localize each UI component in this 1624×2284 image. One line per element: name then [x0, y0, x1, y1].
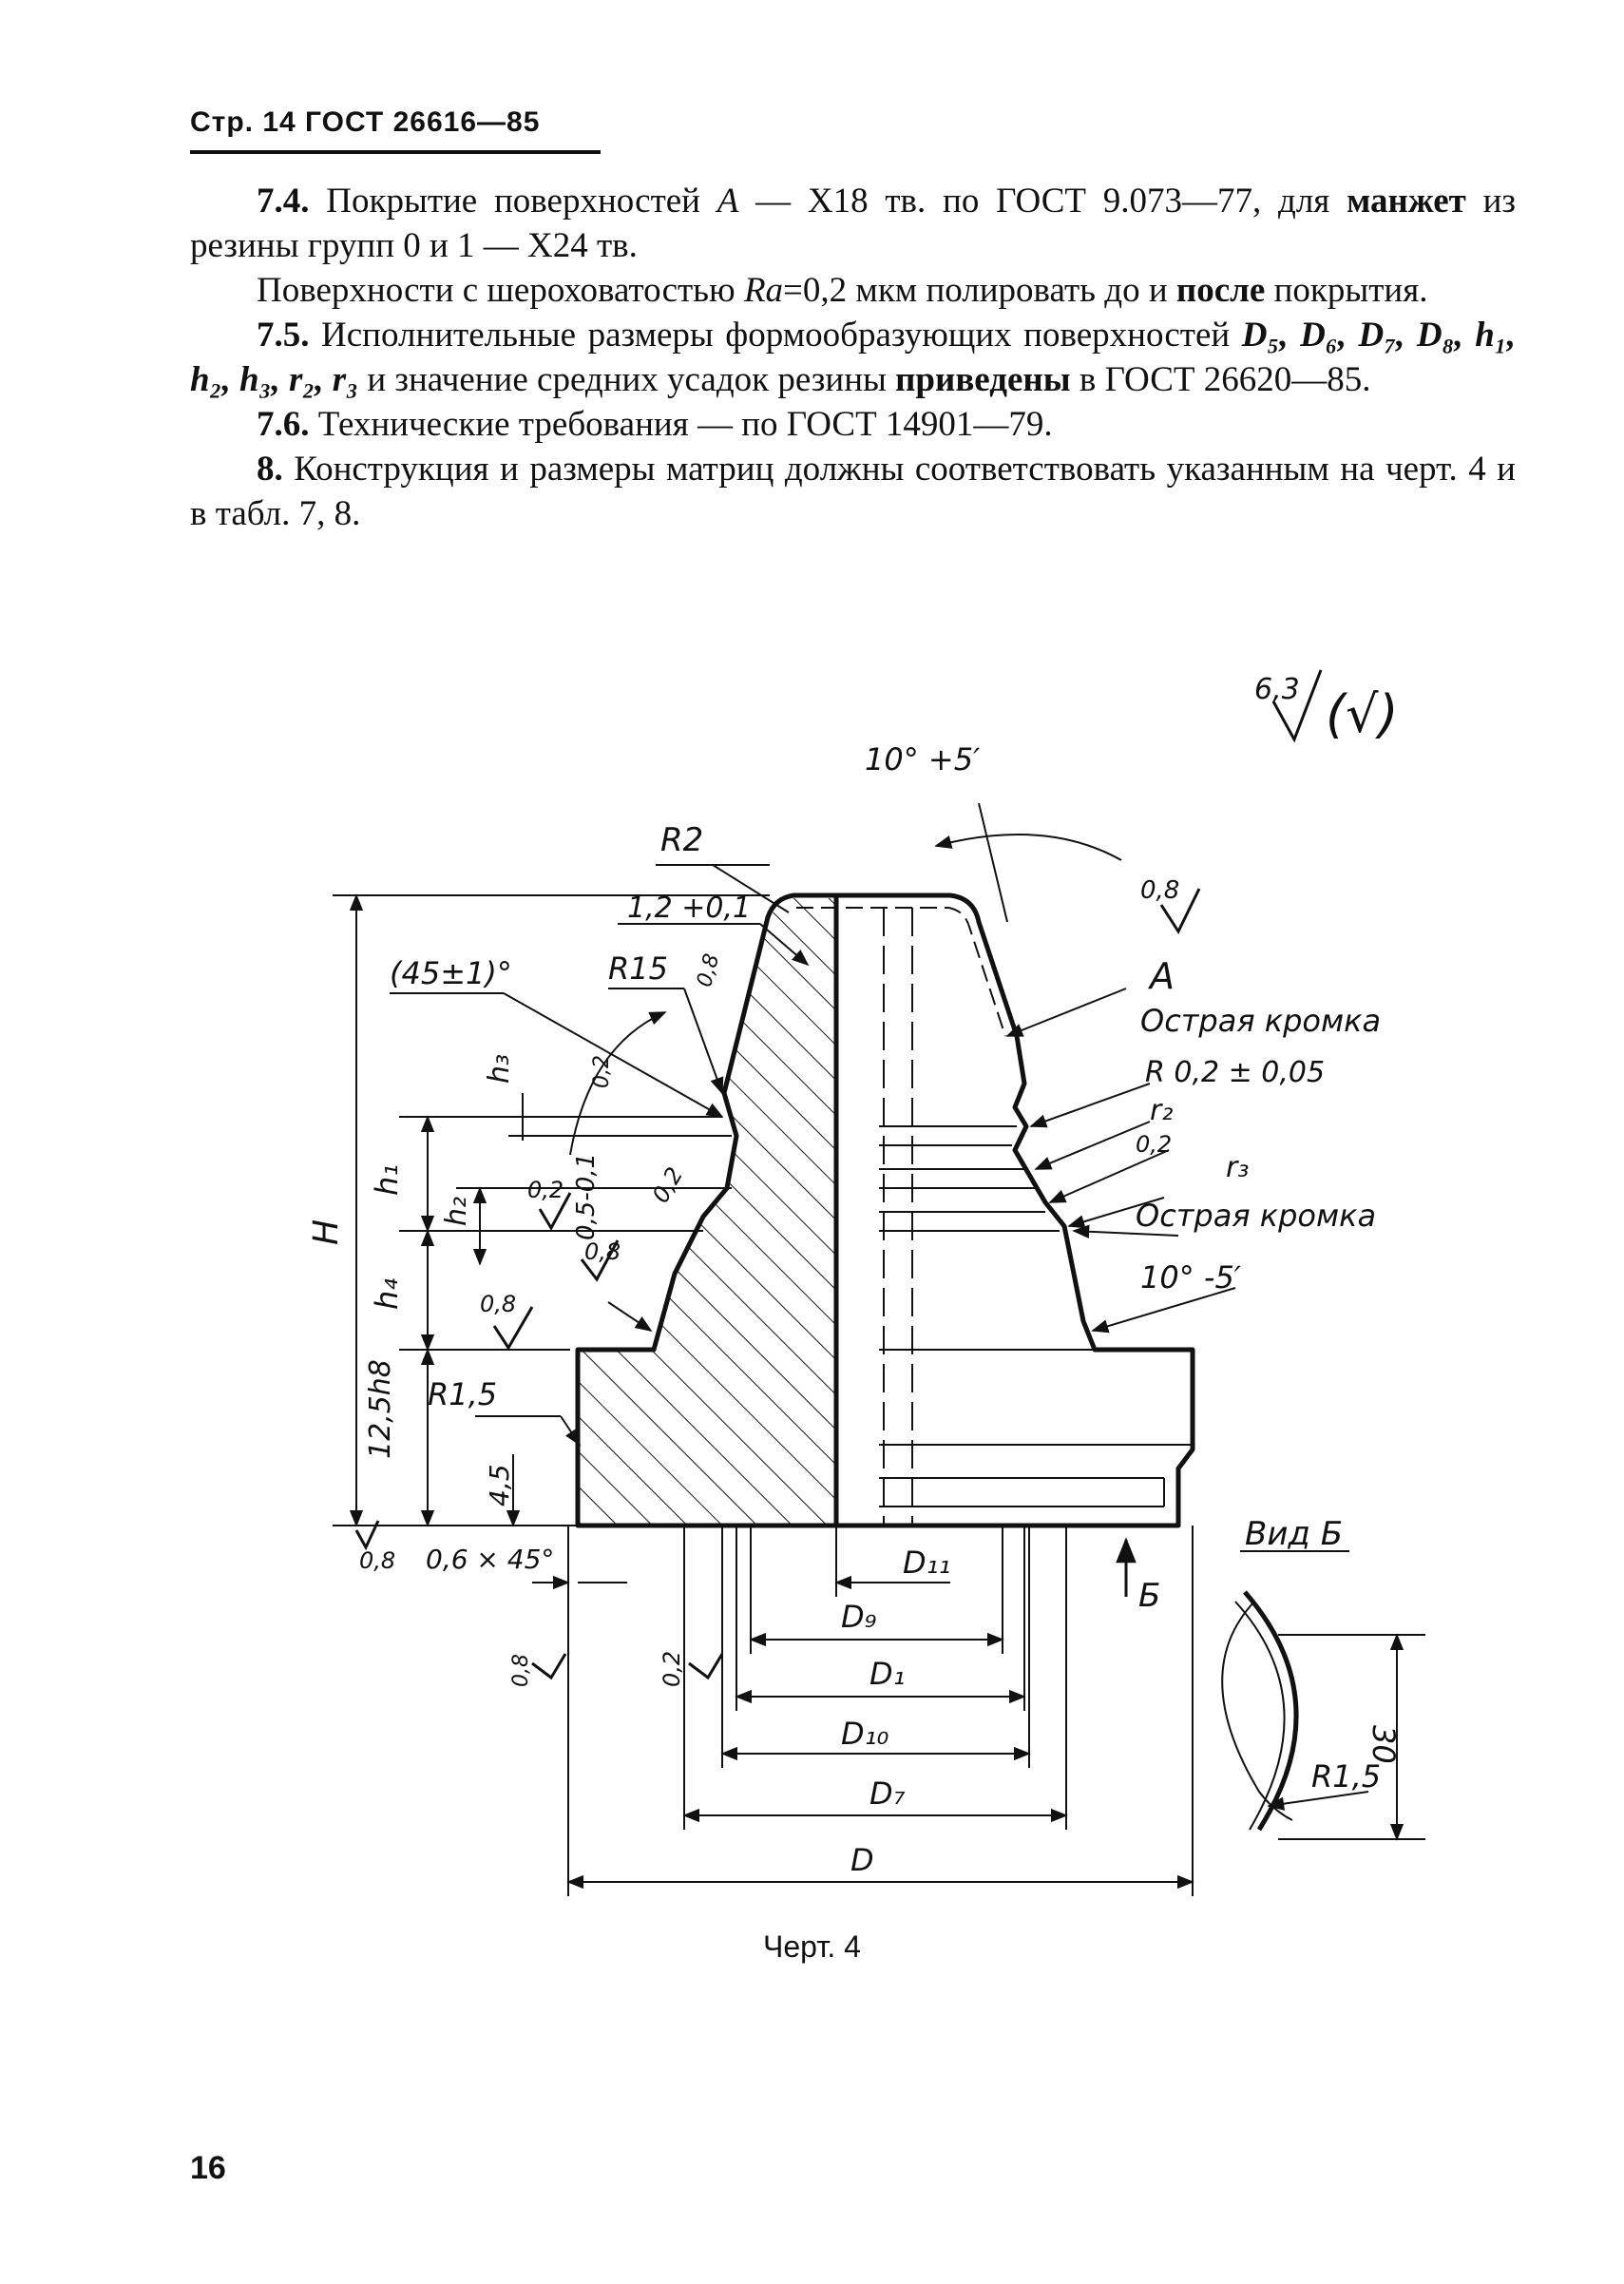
sharp-edge-label-1: Острая кромка — [1140, 1003, 1381, 1039]
d7-label: D₇ — [869, 1775, 906, 1812]
r15-small-label: R1,5 — [428, 1376, 497, 1412]
paragraph-7-6: 7.6. Технические требования — по ГОСТ 14… — [257, 405, 1053, 444]
ra08-label-f: 0,8 — [509, 1654, 533, 1687]
arrow-b-label: Б — [1138, 1577, 1160, 1615]
r02-label: R 0,2 ± 0,05 — [1145, 1056, 1325, 1089]
section-hatch — [578, 898, 836, 1526]
dim-125-label: 12,5h8 — [364, 1359, 397, 1459]
roughness-paren-label: (√) — [1326, 684, 1399, 744]
surface-a-label: А — [1147, 955, 1175, 997]
h-label: H — [307, 1219, 346, 1245]
dim-12-label: 1,2 +0,1 — [627, 892, 751, 925]
paragraph-roughness: Поверхности с шероховатостью Ra=0,2 мкм … — [257, 271, 1428, 310]
view-b-label: Вид Б — [1245, 1515, 1343, 1553]
paragraph-8: 8. Конструкция и размеры матриц должны с… — [190, 450, 1516, 533]
d11-label: D₁₁ — [903, 1545, 950, 1581]
part-outline — [575, 892, 1195, 1528]
r15-view-label: R1,5 — [1311, 1758, 1381, 1795]
ra08-label-d: 0,8 — [359, 1547, 395, 1574]
h4-label: h₄ — [369, 1278, 405, 1310]
r2-label: R2 — [660, 821, 703, 859]
ra08-label-a: 0,8 — [1140, 876, 1179, 905]
sharp-edge-label-2: Острая кромка — [1136, 1198, 1376, 1234]
h1-label: h₁ — [369, 1164, 405, 1196]
r15-label: R15 — [608, 950, 668, 987]
page-number: 16 — [190, 2150, 226, 2186]
dim-05-label: 0,5-0,1 — [572, 1153, 601, 1240]
angle-top-label: 10° +5′ — [865, 741, 981, 777]
paragraph-7-4: 7.4. Покрытие поверхностей А — Х18 тв. п… — [190, 182, 1516, 265]
r2-small-label: r₂ — [1150, 1094, 1173, 1127]
figure-caption: Черт. 4 — [763, 1929, 861, 1964]
inner-details — [879, 908, 1193, 1526]
ra08-label-e: 0,8 — [693, 951, 724, 989]
ra02-label-c: 0,2 — [527, 1177, 564, 1203]
h3-label: h₃ — [483, 1054, 516, 1084]
h2-label: h₂ — [440, 1197, 473, 1226]
dim-30-label: 30 — [1366, 1725, 1402, 1764]
dim-45-label: 4,5 — [484, 1464, 515, 1507]
d10-label: D₁₀ — [841, 1716, 888, 1752]
d-label: D — [850, 1842, 874, 1878]
ra08-label-b: 0,8 — [584, 1238, 621, 1265]
coating-lines — [796, 907, 1006, 1037]
ra08-label-c: 0,8 — [480, 1291, 516, 1317]
roughness-main-label: 6,3 — [1254, 673, 1300, 706]
leader-lines — [390, 802, 1236, 1447]
chamfer-label: 0,6 × 45° — [426, 1544, 554, 1575]
r3-label: r₃ — [1226, 1151, 1249, 1184]
ra02-label-b: 0,2 — [590, 1055, 614, 1088]
page-header: Стр. 14 ГОСТ 26616—85 — [190, 106, 541, 138]
text-block: 7.4. Покрытие поверхностей А — Х18 тв. п… — [190, 179, 1516, 536]
d1-label: D₁ — [869, 1656, 905, 1692]
d9-label: D₉ — [841, 1599, 877, 1635]
header-rule — [190, 150, 601, 154]
ra02-label-d: 0,2 — [647, 1162, 688, 1207]
roughness-symbols — [354, 669, 1323, 1680]
paragraph-7-5: 7.5. Исполнительные размеры формообразую… — [190, 316, 1516, 399]
horizontal-dimensions — [532, 1526, 1194, 1896]
view-b-detail — [1116, 1537, 1425, 1841]
ra02-label-e: 0,2 — [659, 1651, 685, 1687]
angle-bottom-label: 10° -5′ — [1140, 1259, 1242, 1296]
angle-45-label: (45±1)° — [390, 955, 512, 991]
ra02-label-a: 0,2 — [1136, 1131, 1172, 1158]
vertical-dimensions — [333, 893, 770, 1527]
